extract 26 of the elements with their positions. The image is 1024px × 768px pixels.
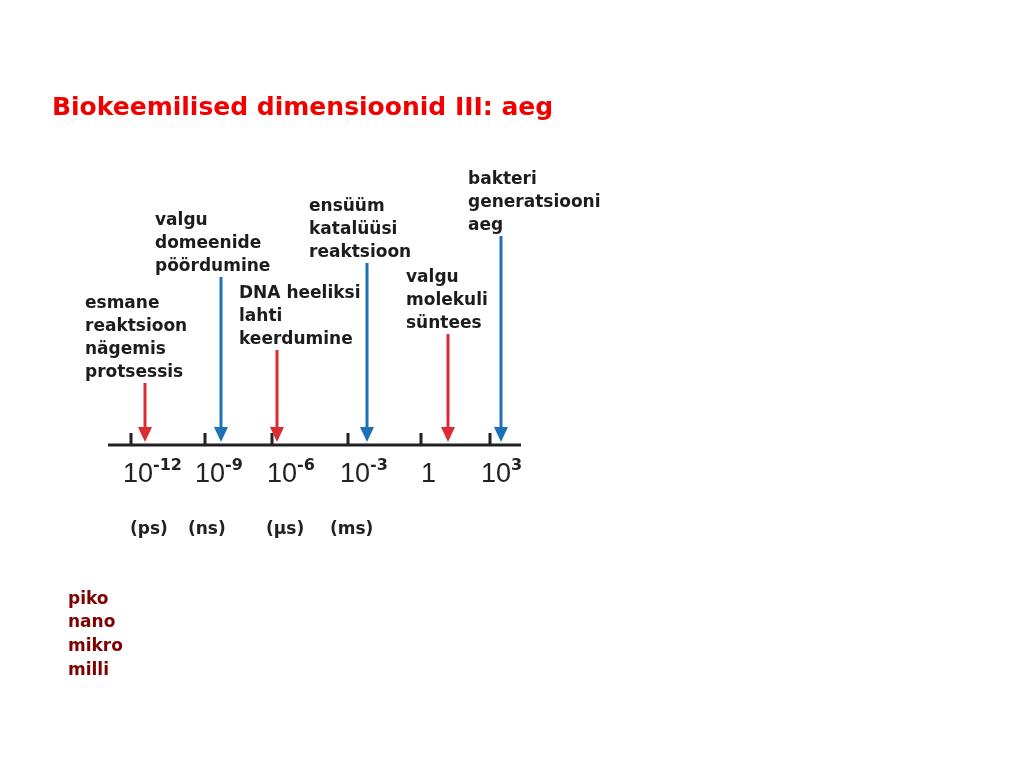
tick-label: 10$^{-3}$ — [340, 457, 388, 489]
arrow — [214, 277, 228, 442]
arrow — [270, 350, 284, 442]
arrow — [138, 383, 152, 442]
slide-title: Biokeemilised dimensioonid III: aeg — [52, 91, 554, 123]
prefix-label: mikro — [68, 634, 123, 657]
unit-label: (ps) — [130, 517, 168, 540]
prefix-label: piko — [68, 587, 109, 610]
tick-label: 1 — [421, 457, 437, 489]
unit-label: (μs) — [266, 517, 305, 540]
prefix-label: milli — [68, 658, 110, 681]
tick-label: 10$^{-9}$ — [195, 457, 243, 489]
arrow — [494, 236, 508, 442]
tick-label: 10$^{-6}$ — [267, 457, 315, 489]
event-label: bakteri generatsiooni aeg — [468, 167, 602, 236]
tick-label: 10$^{-12}$ — [123, 457, 182, 489]
event-label: DNA heeliksi lahti keerdumine — [239, 281, 362, 350]
event-label: valgu molekuli süntees — [406, 265, 489, 334]
prefix-label: nano — [68, 610, 116, 633]
arrow — [360, 263, 374, 442]
unit-label: (ms) — [330, 517, 374, 540]
event-label: valgu domeenide pöördumine — [155, 208, 272, 277]
event-label: esmane reaktsioon nägemis protsessis — [85, 291, 189, 383]
arrow — [441, 334, 455, 442]
tick-label: 10$^{3}$ — [481, 457, 523, 489]
unit-label: (ns) — [188, 517, 226, 540]
